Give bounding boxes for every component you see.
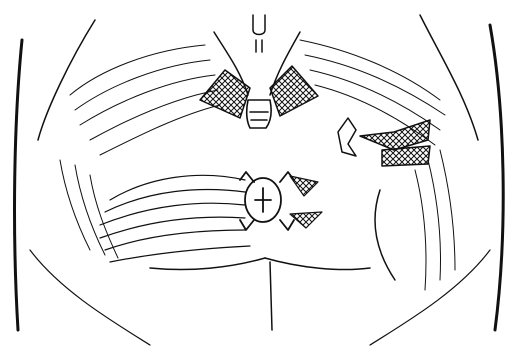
- anus: [240, 172, 294, 230]
- coccyx: [247, 100, 272, 128]
- thigh-lines: [30, 250, 490, 345]
- body-outline: [15, 15, 504, 330]
- perineal-flap: [100, 175, 250, 262]
- ischial-landmark: [338, 118, 430, 166]
- right-gluteal-muscle: [300, 40, 455, 290]
